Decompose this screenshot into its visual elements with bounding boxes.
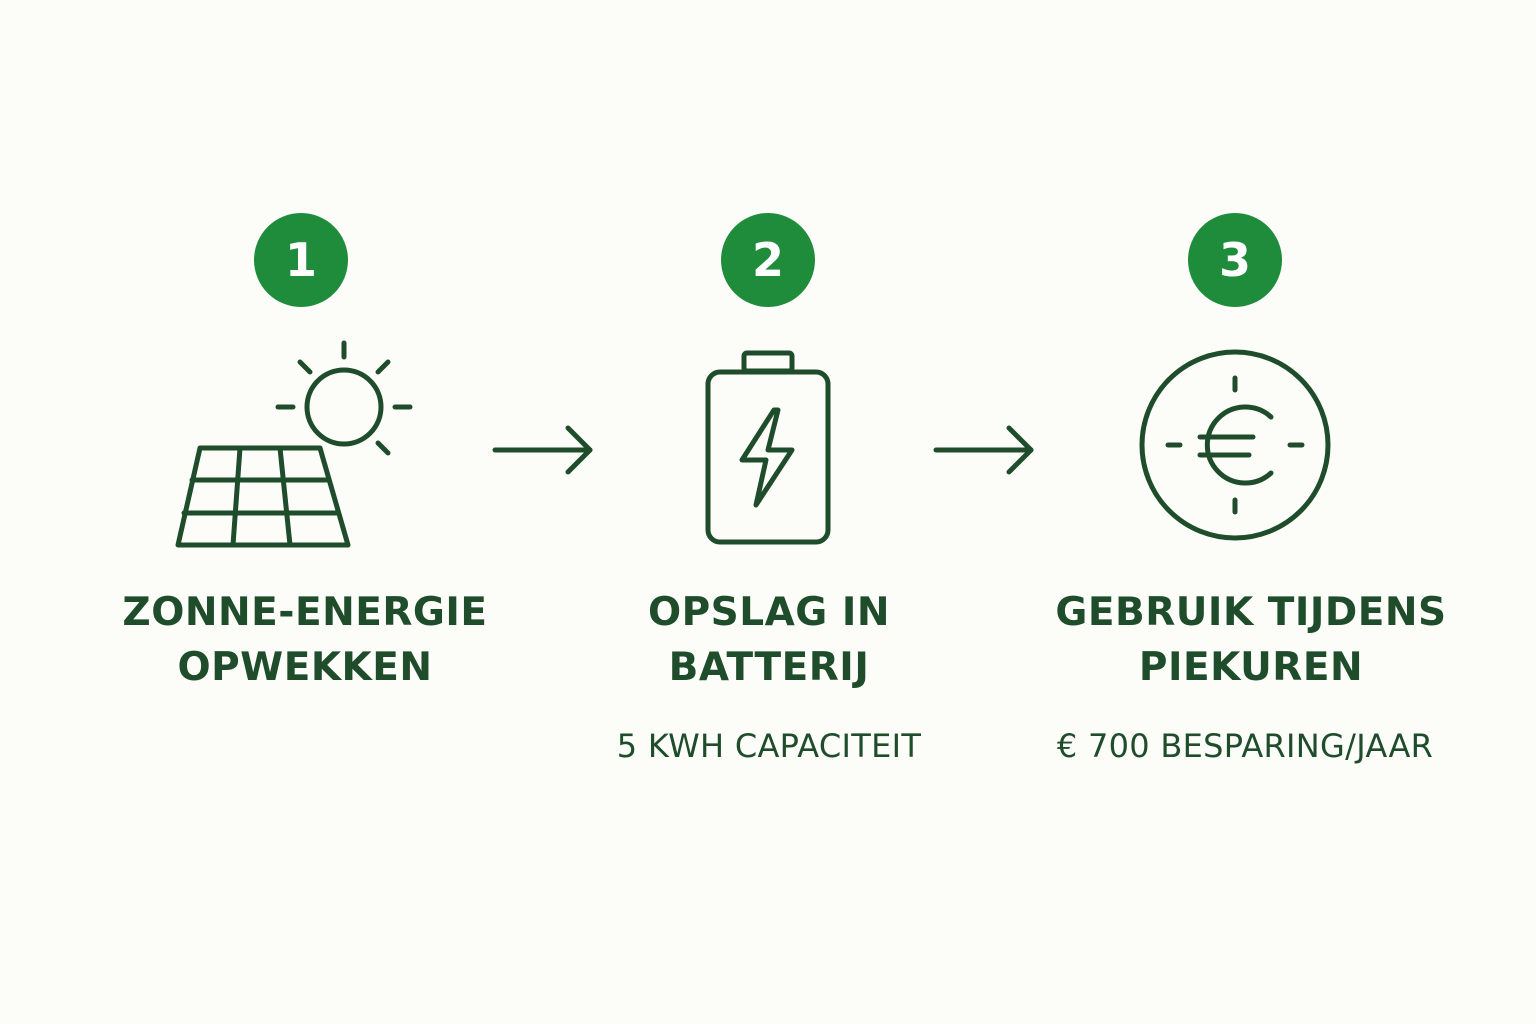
step-2-title-line2: BATTERIJ <box>668 645 870 690</box>
solar-panel-sun-icon <box>170 335 420 555</box>
step-3-badge: 3 <box>1188 213 1282 307</box>
step-2-subtitle: 5 KWH CAPACITEIT <box>616 727 922 765</box>
battery-bolt-icon <box>700 345 840 550</box>
step-2-badge: 2 <box>721 213 815 307</box>
step-3-subtitle: € 700 BESPARING/JAAR <box>1056 727 1434 765</box>
step-3-title-line1: GEBRUIK TIJDENS <box>1055 590 1447 635</box>
step-3-title-line2: PIEKUREN <box>1138 645 1364 690</box>
arrow-right-icon <box>490 420 600 480</box>
step-1-title-line1: ZONNE-ENERGIE <box>122 590 488 635</box>
step-1-title-line2: OPWEKKEN <box>177 645 433 690</box>
step-2-title: OPSLAG IN BATTERIJ <box>539 585 999 695</box>
step-1-badge: 1 <box>254 213 348 307</box>
arrow-right-icon <box>931 420 1041 480</box>
step-2-title-line1: OPSLAG IN <box>647 590 891 635</box>
step-3-title: GEBRUIK TIJDENS PIEKUREN <box>1021 585 1481 695</box>
step-1-title: ZONNE-ENERGIE OPWEKKEN <box>75 585 535 695</box>
euro-coin-icon <box>1135 345 1335 545</box>
